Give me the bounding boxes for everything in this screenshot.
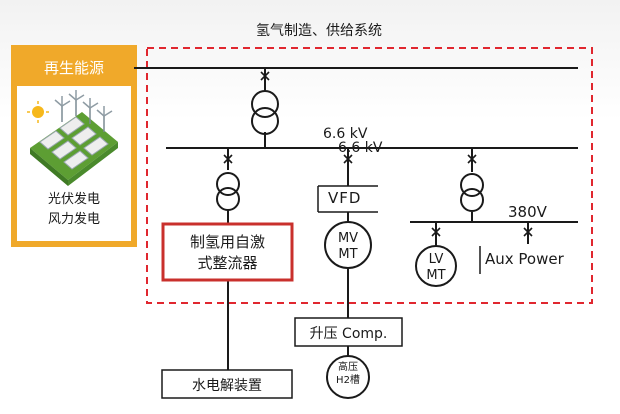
aux-transformer-primary — [460, 173, 484, 197]
h2-tank-symbol — [326, 355, 370, 399]
main-transformer-primary — [251, 90, 279, 118]
rectifier-label-1: 制氢用自激 — [189, 233, 265, 251]
aux-transformer-secondary — [460, 188, 484, 212]
mv-motor-symbol — [324, 221, 372, 269]
mv-motor-label-1: MV — [337, 231, 359, 246]
electrolyzer-box — [161, 369, 293, 399]
lv-motor-label-2: MT — [426, 268, 446, 283]
rectifier-transformer-primary — [216, 172, 240, 196]
lv-motor-label-1: LV — [428, 252, 444, 267]
renewable-source-solar: 光伏发电 — [47, 192, 100, 207]
rectifier-box — [161, 222, 294, 282]
system-title: 氢气制造、供给系统 — [256, 23, 382, 39]
solar-wind-illustration — [27, 90, 118, 186]
compressor-label: 升压 Comp. — [309, 326, 388, 342]
rectifier-label-2: 式整流器 — [197, 254, 258, 272]
voltage-label-main-b: 6.6 kV — [338, 140, 383, 156]
voltage-label-low: 380V — [508, 203, 547, 221]
vfd-bracket — [317, 185, 378, 213]
renewable-header-bg — [14, 48, 134, 86]
aux-power-label: Aux Power — [485, 250, 564, 268]
compressor-box — [294, 317, 403, 347]
voltage-label-main-a: 6.6 kV — [323, 126, 368, 142]
h2-tank-label-1: 高压 — [338, 362, 358, 373]
h2-tank-label-2: H2槽 — [336, 375, 360, 386]
vfd-label: VFD — [328, 189, 362, 207]
electrolyzer-label: 水电解装置 — [192, 378, 262, 394]
mv-motor-label-2: MT — [338, 247, 358, 262]
rectifier-transformer-secondary — [216, 187, 240, 211]
breaker-marks — [223, 71, 533, 237]
lv-motor-symbol — [415, 245, 457, 287]
renewable-header: 再生能源 — [43, 59, 104, 77]
renewable-source-wind: 风力发电 — [47, 212, 100, 227]
main-transformer-secondary — [251, 107, 279, 135]
system-boundary — [146, 47, 593, 304]
